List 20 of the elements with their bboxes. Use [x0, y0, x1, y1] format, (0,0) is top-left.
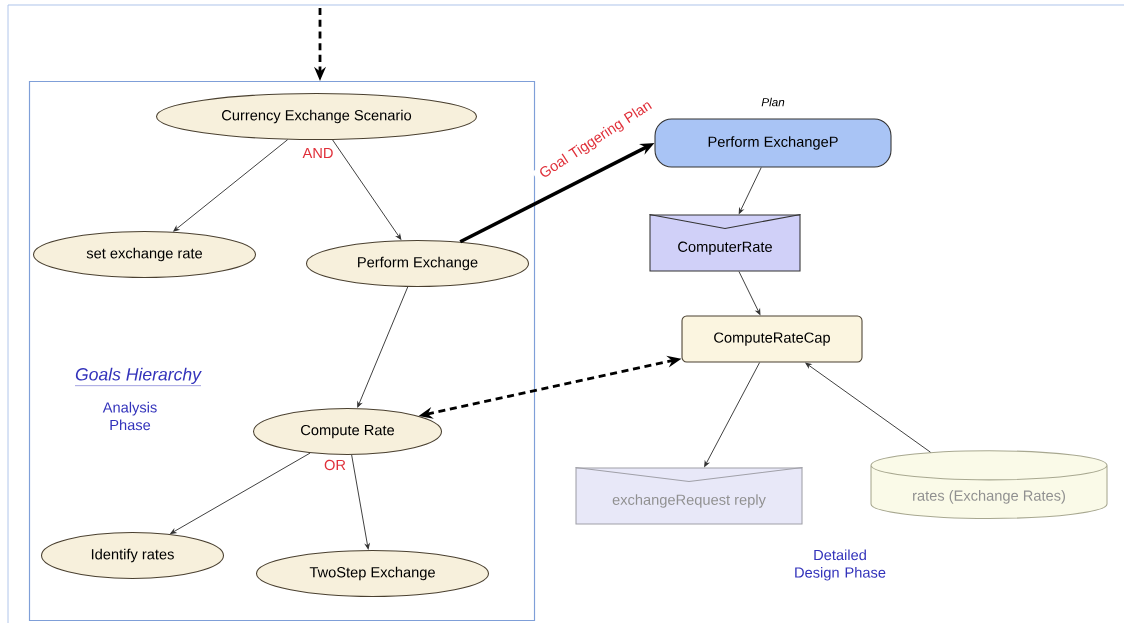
- arrow: [332, 139, 402, 240]
- database-cylinder: rates (Exchange Rates): [870, 450, 1108, 519]
- capability-box: ComputeRateCap: [681, 315, 863, 363]
- phase-label: Analysis Phase: [102, 401, 157, 431]
- operator-label: AND: [302, 148, 333, 159]
- plan-box: Perform ExchangeP: [654, 118, 892, 168]
- arrow: [170, 452, 311, 534]
- arrow: [351, 454, 370, 550]
- arrow: [805, 362, 931, 453]
- arrow: [357, 286, 409, 408]
- arrow: [704, 362, 761, 467]
- arrow: [738, 167, 762, 214]
- arrow: [173, 139, 289, 232]
- phase-label: Detailed Design Phase: [795, 549, 886, 581]
- arrow: [738, 271, 761, 315]
- message-box: ComputerRate: [648, 213, 802, 272]
- operator-label: OR: [324, 459, 346, 471]
- heading-link: Goals Hierarchy: [74, 367, 202, 386]
- plan-label: Plan: [761, 97, 785, 107]
- message-box: exchangeRequest reply: [574, 466, 804, 525]
